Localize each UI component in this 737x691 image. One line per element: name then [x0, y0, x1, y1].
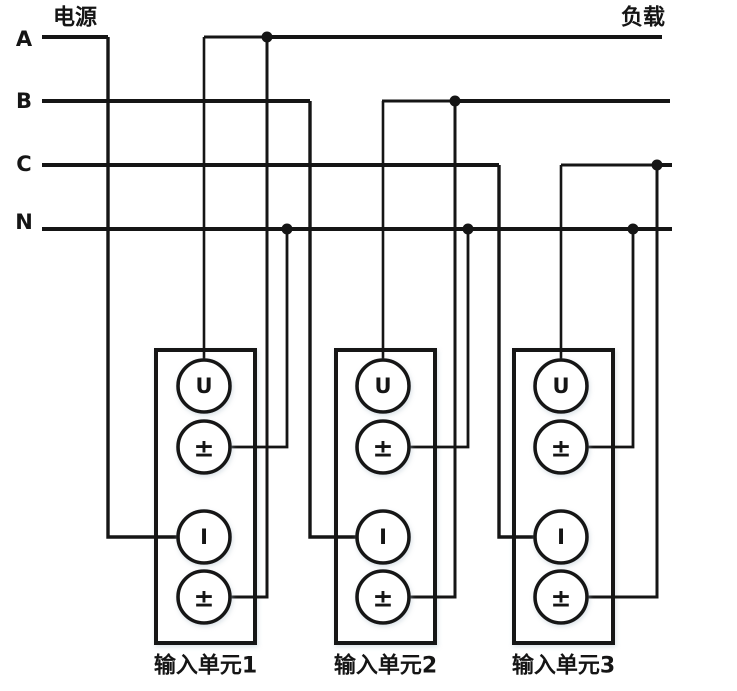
unit3-current-in-wire [497, 165, 535, 539]
unit-1-current-common-terminal-label: ± [194, 584, 215, 613]
unit-1-voltage-common-terminal-circle [176, 419, 232, 475]
junction-dot [462, 223, 474, 235]
unit-2-current-terminal-circle [355, 509, 411, 565]
unit-2-current-terminal-label: I [379, 525, 387, 549]
unit-3-current-common-terminal-circle [533, 569, 589, 625]
unit-2-current-common-terminal-label: ± [373, 584, 394, 613]
unit-1-u-terminal-circle [176, 358, 232, 414]
unit-1-current-terminal-circle [176, 509, 232, 565]
unit-3-voltage-common-terminal-label: ± [551, 434, 572, 463]
load-label: 负载 [621, 5, 665, 31]
unit-1-caption: 输入单元1 [154, 653, 257, 679]
unit2-current-return-wire [409, 101, 457, 599]
unit-2-caption: 输入单元2 [334, 653, 437, 679]
unit-3-current-terminal-circle [533, 509, 589, 565]
unit-3-current-common-terminal-label: ± [551, 584, 572, 613]
unit-2-current-common-terminal-circle [355, 569, 411, 625]
junction-dot [651, 159, 663, 171]
unit-2-u-terminal-circle [355, 358, 411, 414]
unit-2-voltage-common-terminal-circle [355, 419, 411, 475]
unit2-current-in-wire [308, 101, 357, 539]
unit-3-caption: 输入单元3 [512, 653, 615, 679]
unit1-voltage-common-to-n-wire [230, 229, 289, 449]
unit3-current-return-wire [587, 165, 659, 599]
unit-1-u-terminal-label: U [195, 374, 212, 398]
unit3-voltage-common-to-n-wire [587, 229, 635, 449]
unit-3-current-terminal-label: I [557, 525, 565, 549]
junction-dot [281, 223, 293, 235]
unit-2-voltage-common-terminal-label: ± [373, 434, 394, 463]
unit-1-current-common-terminal-circle [176, 569, 232, 625]
junction-dot [261, 31, 273, 43]
diagram-generated-layer: U ± I ± 输入单元1 U ± I ± 输入单元2 U ± I ± 输入单元3 [42, 31, 672, 679]
unit-2-u-terminal-label: U [374, 374, 391, 398]
unit1-current-return-wire [230, 37, 269, 599]
unit2-voltage-common-to-n-wire [409, 229, 470, 449]
unit-1-voltage-common-terminal-label: ± [194, 434, 215, 463]
bus-label-a: A [16, 27, 33, 51]
unit-1-current-terminal-label: I [200, 525, 208, 549]
junction-dot [627, 223, 639, 235]
source-label: 电源 [53, 6, 97, 31]
bus-label-n: N [15, 210, 33, 234]
junction-dot [449, 95, 461, 107]
unit-3-voltage-common-terminal-circle [533, 419, 589, 475]
bus-label-b: B [16, 89, 32, 113]
bus-label-c: C [16, 152, 31, 176]
unit-3-u-terminal-label: U [552, 374, 569, 398]
unit1-current-in-wire [106, 37, 178, 539]
unit-3-u-terminal-circle [533, 358, 589, 414]
